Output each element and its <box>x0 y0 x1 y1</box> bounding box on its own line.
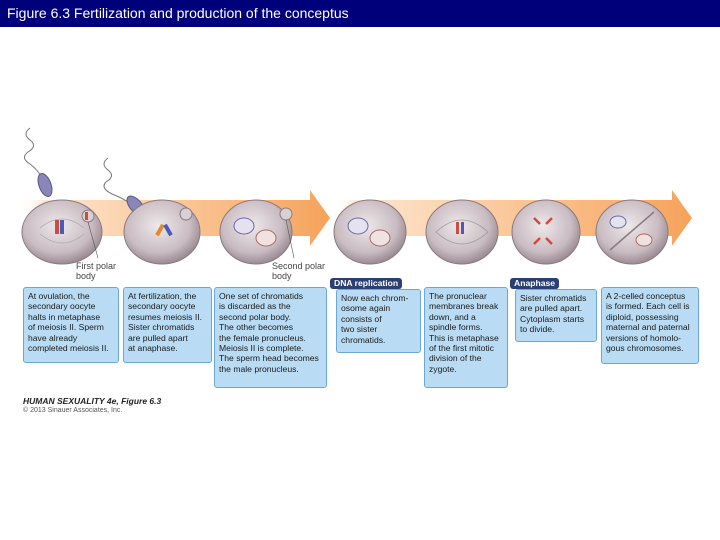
credit-source: HUMAN SEXUALITY 4e, Figure 6.3 <box>23 396 162 406</box>
step-box-3: One set of chromatids is discarded as th… <box>214 287 327 388</box>
step-box-5: The pronuclear membranes break down, and… <box>424 287 508 388</box>
figure-credit: HUMAN SEXUALITY 4e, Figure 6.3 © 2013 Si… <box>23 396 161 414</box>
cell-metaphase-ii <box>21 199 103 265</box>
dna-replication-tag: DNA replication <box>330 278 403 289</box>
cell-pronuclei <box>219 199 293 265</box>
first-polar-body-label: First polar body <box>76 261 117 281</box>
credit-copyright: © 2013 Sinauer Associates, Inc. <box>23 407 123 414</box>
cell-two-celled-conceptus <box>595 199 669 265</box>
step-box-4: Now each chrom- osome again consists of … <box>336 289 421 353</box>
step-box-7: A 2-celled conceptus is formed. Each cel… <box>601 287 699 364</box>
cell-dna-replication <box>333 199 407 265</box>
anaphase-tag: Anaphase <box>510 278 560 289</box>
page-title: Figure 6.3 Fertilization and production … <box>7 5 349 21</box>
cell-anaphase <box>511 199 581 265</box>
second-polar-body-label: Second polar body <box>272 261 326 281</box>
step-box-1: At ovulation, the secondary oocyte halts… <box>23 287 119 363</box>
cell-fertilization <box>123 199 201 265</box>
step-box-2: At fertilization, the secondary oocyte r… <box>123 287 212 363</box>
title-bar: Figure 6.3 Fertilization and production … <box>0 0 720 27</box>
sperm-icon <box>24 127 53 197</box>
cell-spindle-formation <box>425 199 499 265</box>
step-box-6: Sister chromatids are pulled apart. Cyto… <box>515 289 597 342</box>
